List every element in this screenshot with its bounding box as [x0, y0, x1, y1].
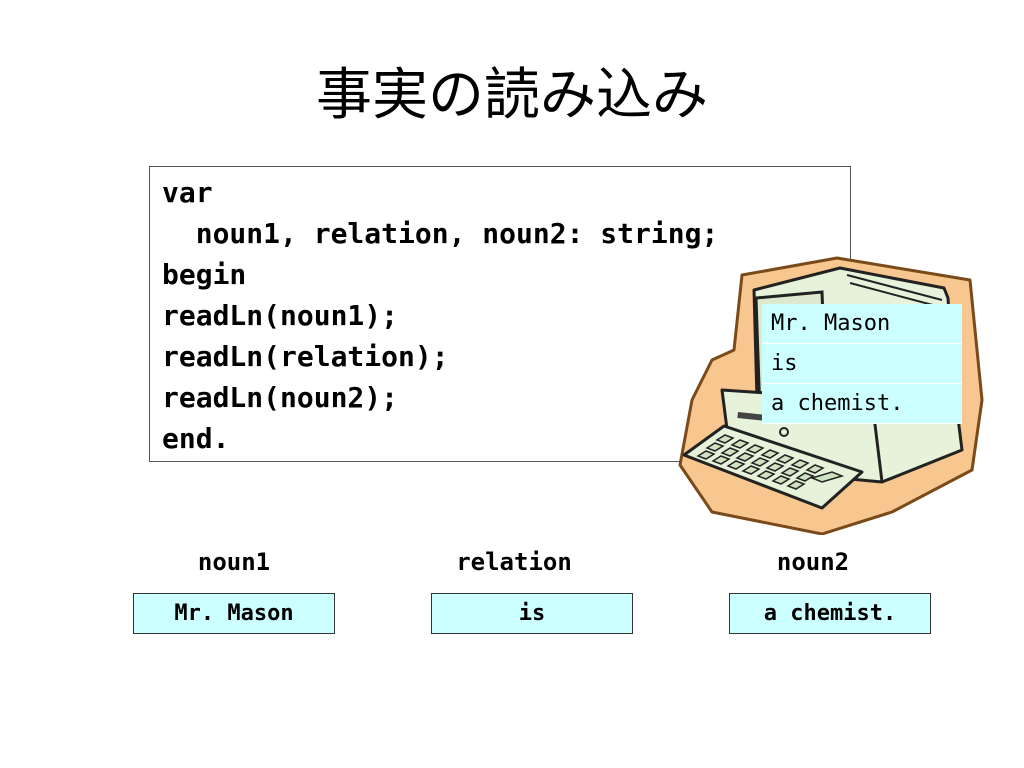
variable-label-relation: relation	[456, 548, 572, 576]
code-line: readLn(noun1);	[162, 299, 399, 332]
code-line: var	[162, 176, 213, 209]
variable-value-relation: is	[431, 593, 633, 634]
code-line: readLn(relation);	[162, 340, 449, 373]
variable-label-noun2: noun2	[776, 548, 850, 576]
slide-title: 事実の読み込み	[316, 63, 708, 128]
screen-line: a chemist.	[762, 384, 962, 424]
variable-value-noun2: a chemist.	[729, 593, 931, 634]
code-line: noun1, relation, noun2: string;	[162, 217, 719, 250]
code-line: readLn(noun2);	[162, 381, 399, 414]
code-line: end.	[162, 422, 230, 455]
variable-label-noun1: noun1	[197, 548, 271, 576]
screen-line: Mr. Mason	[762, 304, 962, 344]
screen-line: is	[762, 344, 962, 384]
code-block: var noun1, relation, noun2: string; begi…	[149, 166, 851, 462]
code-line: begin	[162, 258, 247, 291]
variable-value-noun1: Mr. Mason	[133, 593, 335, 634]
monitor-screen-text: Mr. Mason is a chemist.	[762, 304, 962, 424]
keyboard-keys	[696, 434, 845, 490]
